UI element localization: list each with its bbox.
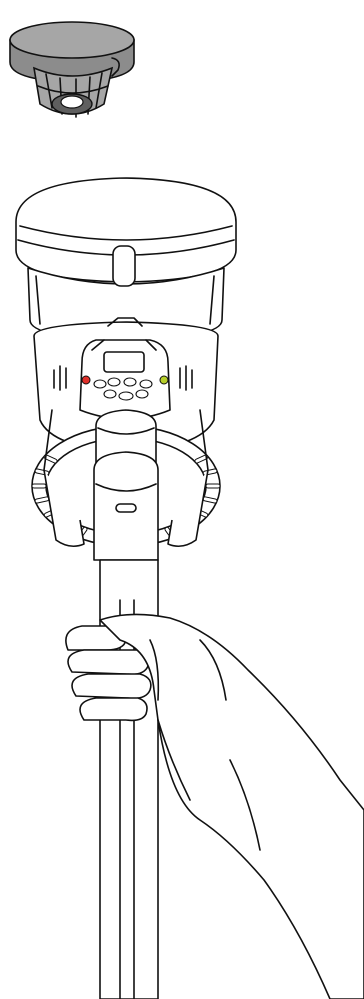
ring-tick-inner	[37, 499, 47, 501]
ring-tick-inner	[205, 499, 215, 501]
red-indicator-led	[82, 376, 90, 384]
ceiling-heat-detector-icon	[10, 22, 134, 117]
green-indicator-led	[160, 376, 168, 384]
